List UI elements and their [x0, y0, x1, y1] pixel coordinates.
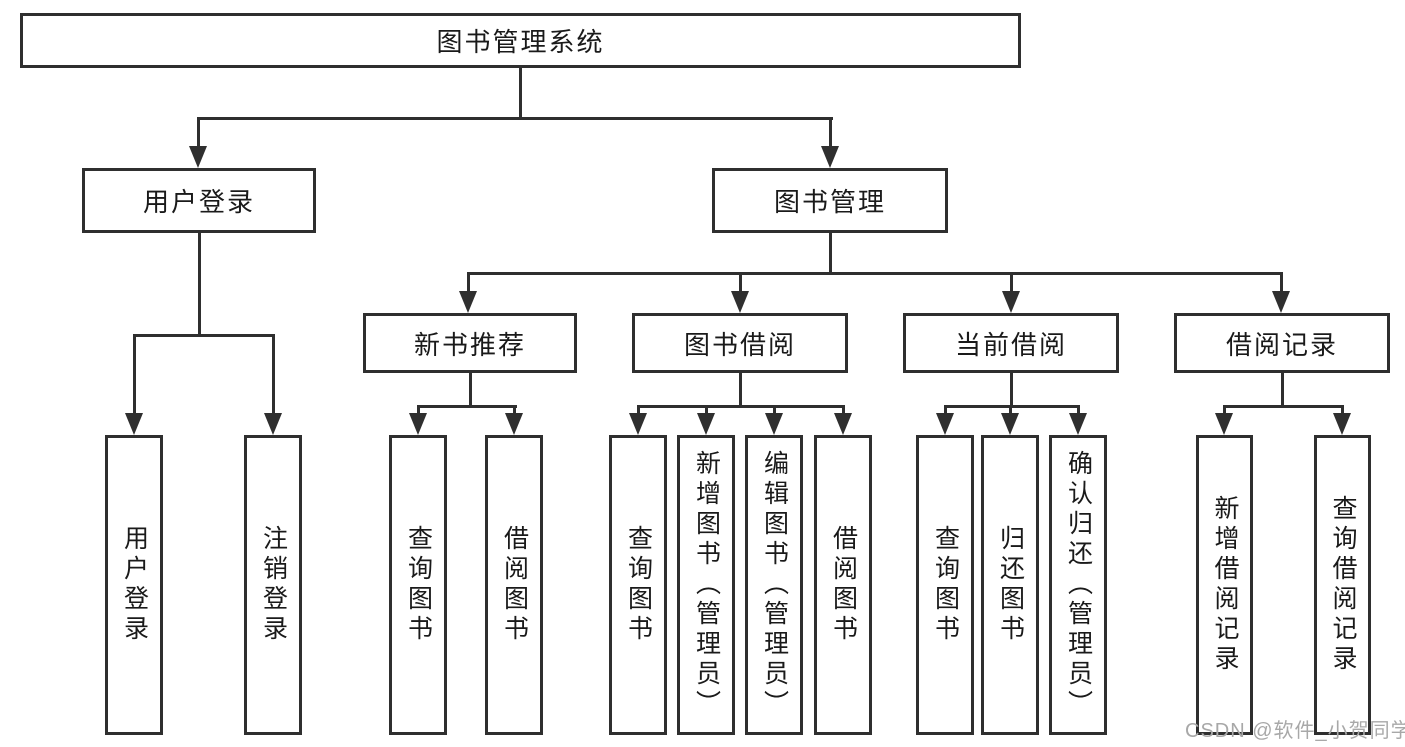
leaf-query-borrow-record: 查询借阅记录: [1314, 435, 1371, 735]
tree-line: [739, 272, 742, 293]
watermark: CSDN @软件_小贺同学: [1185, 720, 1405, 742]
leaf-user-login-label: 用户登录: [120, 525, 149, 645]
tree-line: [829, 233, 832, 274]
leaf-add-borrow-record: 新增借阅记录: [1196, 435, 1253, 735]
tree-line: [637, 405, 845, 408]
tree-line: [739, 373, 742, 408]
tree-line: [705, 405, 708, 415]
node-user-login: 用户登录: [82, 168, 316, 233]
tree-line: [272, 334, 275, 415]
tree-line: [1281, 373, 1284, 408]
tree-line: [1077, 405, 1080, 415]
arrow-down-icon: [125, 413, 143, 435]
leaf-query-books-recommend-label: 查询图书: [404, 525, 433, 645]
node-root: 图书管理系统: [20, 13, 1021, 68]
leaf-edit-book-admin-label: 编辑图书（管理员）: [760, 450, 789, 720]
arrow-down-icon: [1333, 413, 1351, 435]
leaf-add-borrow-record-label: 新增借阅记录: [1211, 495, 1239, 675]
leaf-edit-book-admin: 编辑图书（管理员）: [745, 435, 803, 735]
leaf-borrow-books-borrowing: 借阅图书: [814, 435, 872, 735]
node-book-management: 图书管理: [712, 168, 948, 233]
leaf-add-book-admin: 新增图书（管理员）: [677, 435, 735, 735]
leaf-query-books-current-label: 查询图书: [931, 525, 960, 645]
leaf-borrow-books-borrowing-label: 借阅图书: [829, 525, 858, 645]
arrow-down-icon: [264, 413, 282, 435]
arrow-down-icon: [505, 413, 523, 435]
leaf-confirm-return-admin: 确认归还（管理员）: [1049, 435, 1107, 735]
leaf-return-books: 归还图书: [981, 435, 1039, 735]
leaf-query-borrow-record-label: 查询借阅记录: [1329, 495, 1357, 675]
arrow-down-icon: [1002, 291, 1020, 313]
tree-line: [198, 233, 201, 337]
leaf-query-books-borrowing: 查询图书: [609, 435, 667, 735]
arrow-down-icon: [189, 146, 207, 168]
leaf-logout-label: 注销登录: [259, 525, 288, 645]
leaf-query-books-borrowing-label: 查询图书: [624, 525, 653, 645]
leaf-user-login: 用户登录: [105, 435, 163, 735]
arrow-down-icon: [765, 413, 783, 435]
tree-line: [197, 117, 200, 147]
tree-line: [1280, 272, 1283, 293]
leaf-return-books-label: 归还图书: [996, 525, 1025, 645]
arrow-down-icon: [1272, 291, 1290, 313]
node-book-management-label: 图书管理: [773, 187, 886, 217]
leaf-borrow-books-recommend-label: 借阅图书: [500, 525, 529, 645]
tree-line: [842, 405, 845, 415]
arrow-down-icon: [697, 413, 715, 435]
tree-line: [519, 68, 522, 118]
node-borrowing-records-label: 借阅记录: [1225, 329, 1338, 360]
tree-line: [417, 405, 517, 408]
arrow-down-icon: [731, 291, 749, 313]
node-book-borrowing-label: 图书借阅: [683, 329, 796, 360]
leaf-confirm-return-admin-label: 确认归还（管理员）: [1064, 450, 1093, 720]
tree-line: [417, 405, 420, 415]
leaf-borrow-books-recommend: 借阅图书: [485, 435, 543, 735]
tree-line: [1223, 405, 1344, 408]
arrow-down-icon: [629, 413, 647, 435]
arrow-down-icon: [459, 291, 477, 313]
tree-line: [773, 405, 776, 415]
tree-line: [467, 272, 1283, 275]
tree-line: [133, 334, 136, 415]
tree-line: [1341, 405, 1344, 415]
arrow-down-icon: [409, 413, 427, 435]
tree-line: [637, 405, 640, 415]
tree-line: [944, 405, 947, 415]
tree-line: [469, 373, 472, 408]
node-new-book-recommendation-label: 新书推荐: [413, 329, 526, 360]
tree-line: [944, 405, 1080, 408]
tree-line: [133, 334, 275, 337]
node-new-book-recommendation: 新书推荐: [363, 313, 577, 373]
arrow-down-icon: [821, 146, 839, 168]
tree-line: [513, 405, 516, 415]
leaf-query-books-current: 查询图书: [916, 435, 974, 735]
leaf-add-book-admin-label: 新增图书（管理员）: [692, 450, 721, 720]
node-root-label: 图书管理系统: [436, 27, 605, 57]
tree-line: [467, 272, 470, 293]
tree-line: [197, 117, 833, 120]
arrow-down-icon: [1001, 413, 1019, 435]
tree-line: [1010, 373, 1013, 408]
arrow-down-icon: [1215, 413, 1233, 435]
tree-line: [829, 117, 832, 147]
tree-line: [1010, 272, 1013, 293]
node-current-borrowing: 当前借阅: [903, 313, 1119, 373]
leaf-logout: 注销登录: [244, 435, 302, 735]
node-current-borrowing-label: 当前借阅: [954, 329, 1067, 360]
node-borrowing-records: 借阅记录: [1174, 313, 1390, 373]
tree-line: [1009, 405, 1012, 415]
arrow-down-icon: [936, 413, 954, 435]
node-book-borrowing: 图书借阅: [632, 313, 848, 373]
arrow-down-icon: [1069, 413, 1087, 435]
tree-line: [1223, 405, 1226, 415]
leaf-query-books-recommend: 查询图书: [389, 435, 447, 735]
arrow-down-icon: [834, 413, 852, 435]
node-user-login-label: 用户登录: [142, 187, 255, 217]
